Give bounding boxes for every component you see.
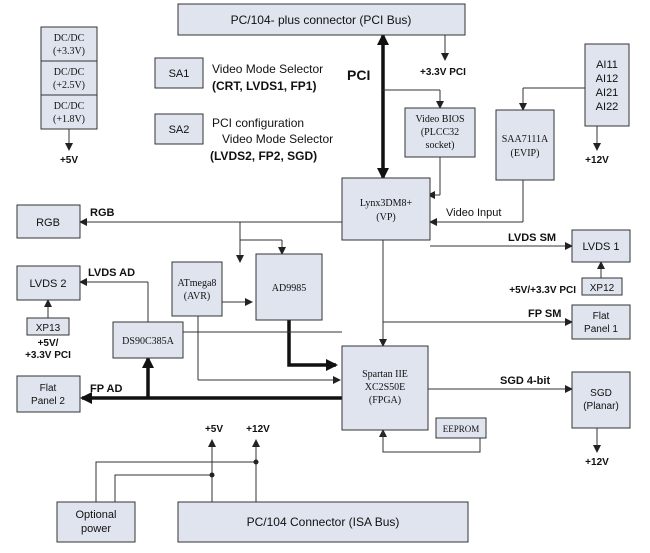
fp-ad-label: FP AD (90, 383, 122, 395)
dcdc-18-block: DC/DC (+1.8V) (40, 94, 98, 130)
ad-fpga-line (287, 320, 338, 371)
spartan-line2: XC2S50E (365, 382, 406, 393)
isa-connector-block: PC/104 Connector (ISA Bus) (177, 501, 469, 543)
ai22-label: AI22 (596, 101, 619, 113)
pci-connector-label: PC/104- plus connector (PCI Bus) (231, 13, 412, 27)
dcdc-33-block: DC/DC (+3.3V) (40, 26, 98, 62)
sgd-line2: (Planar) (583, 401, 619, 412)
fp1-line2: Panel 1 (584, 324, 618, 335)
ai-inputs-block: AI11 AI12 AI21 AI22 (584, 43, 630, 127)
sgd-block: SGD (Planar) (571, 371, 631, 429)
sa2-title1: PCI configuration (212, 116, 304, 130)
atmega-line2: (AVR) (184, 291, 210, 302)
saa7111a-block: SAA7111A (EVIP) (495, 109, 555, 181)
pci-connector-block: PC/104- plus connector (PCI Bus) (177, 3, 466, 36)
lynx-line2: (VP) (376, 212, 395, 223)
fp2-line1: Flat (40, 383, 57, 394)
isa-12v-label: +12V (246, 424, 270, 435)
saa-line2: (EVIP) (511, 148, 540, 159)
sa2-label: SA2 (169, 124, 190, 136)
spartan-line3: (FPGA) (369, 395, 401, 406)
sa1-label: SA1 (169, 68, 190, 80)
lynx-block: Lynx3DM8+ (VP) (341, 177, 431, 241)
lynx-line1: Lynx3DM8+ (360, 198, 413, 209)
optional-power-line2: power (81, 523, 111, 535)
fp2-line2: Panel 2 (31, 396, 65, 407)
xp13-power1: +5V/ (38, 338, 59, 349)
sa2-block: SA2 (154, 113, 204, 145)
optional-power-line1: Optional (76, 509, 117, 521)
lvds-sm-label: LVDS SM (508, 232, 556, 244)
spartan-line1: Spartan IIE (362, 369, 408, 380)
xp12-block: XP12 (581, 277, 623, 296)
xp12-power-label: +5V/+3.3V PCI (509, 285, 576, 296)
junction-dot (253, 459, 259, 465)
lvds2-label: LVDS 2 (29, 278, 66, 290)
sa2-title2: Video Mode Selector (222, 132, 333, 146)
xp12-label: XP12 (590, 283, 615, 294)
lvds1-block: LVDS 1 (571, 229, 631, 263)
video-bios-block: Video BIOS (PLCC32 socket) (404, 107, 476, 158)
isa-connector-label: PC/104 Connector (ISA Bus) (247, 515, 400, 529)
atmega-block: ATmega8 (AVR) (171, 261, 223, 317)
ds90-label: DS90C385A (122, 336, 174, 347)
dcdc-33-line1: DC/DC (54, 33, 85, 44)
eeprom-label: EEPROM (443, 424, 480, 434)
dcdc-25-line2: (+2.5V) (53, 80, 85, 91)
lvds1-label: LVDS 1 (582, 241, 619, 253)
sa1-modes: (CRT, LVDS1, FP1) (212, 79, 316, 93)
sgd-12v-label: +12V (585, 457, 609, 468)
video-bios-line2: (PLCC32 (421, 127, 459, 138)
optional-power-block: Optional power (56, 501, 136, 543)
fp-sm-label: FP SM (528, 308, 561, 320)
sa1-block: SA1 (154, 57, 204, 89)
video-bios-line1: Video BIOS (415, 114, 464, 125)
lvds-ad-label: LVDS AD (88, 267, 135, 279)
saa-line1: SAA7111A (502, 134, 549, 145)
connections (44, 33, 605, 502)
sgd-4bit-label: SGD 4-bit (500, 375, 550, 387)
ad9985-block: AD9985 (255, 253, 323, 321)
isa-5v-label: +5V (205, 424, 223, 435)
lvds2-block: LVDS 2 (16, 265, 81, 301)
dcdc-18-line2: (+1.8V) (53, 114, 85, 125)
ds90-block: DS90C385A (112, 321, 184, 359)
rgb-label: RGB (36, 217, 60, 229)
dcdc-33-line2: (+3.3V) (53, 46, 85, 57)
junction-dot (209, 472, 215, 478)
eeprom-block: EEPROM (435, 417, 487, 439)
pci-label: PCI (347, 67, 370, 83)
xp13-label: XP13 (36, 323, 61, 334)
sa2-modes: (LVDS2, FP2, SGD) (210, 149, 317, 163)
xp13-power2: +3.3V PCI (25, 350, 71, 361)
video-input-label: Video Input (446, 207, 501, 219)
video-bios-line3: socket) (426, 140, 455, 151)
sa1-title: Video Mode Selector (212, 62, 323, 76)
rgb-bus-label: RGB (90, 207, 115, 219)
dcdc-25-block: DC/DC (+2.5V) (40, 60, 98, 96)
ad9985-label: AD9985 (272, 283, 306, 294)
atmega-line1: ATmega8 (178, 278, 217, 289)
xp13-block: XP13 (26, 317, 70, 336)
flat-panel1-block: Flat Panel 1 (571, 304, 631, 340)
saa-12v-label: +12V (585, 155, 609, 166)
dcdc-18-line1: DC/DC (54, 101, 85, 112)
opt-power-line1 (95, 461, 256, 502)
ai12-label: AI12 (596, 73, 619, 85)
dcdc-5v-label: +5V (60, 155, 78, 166)
rgb-block: RGB (16, 204, 81, 239)
fp1-line1: Flat (593, 311, 610, 322)
ai21-label: AI21 (596, 87, 619, 99)
flat-panel2-block: Flat Panel 2 (16, 375, 81, 413)
pci-33v-label: +3.3V PCI (420, 67, 466, 78)
sgd-line1: SGD (590, 388, 612, 399)
spartan-block: Spartan IIE XC2S50E (FPGA) (341, 345, 429, 431)
opt-power-line2 (114, 474, 212, 502)
ai11-label: AI11 (596, 59, 618, 71)
dcdc-25-line1: DC/DC (54, 67, 85, 78)
